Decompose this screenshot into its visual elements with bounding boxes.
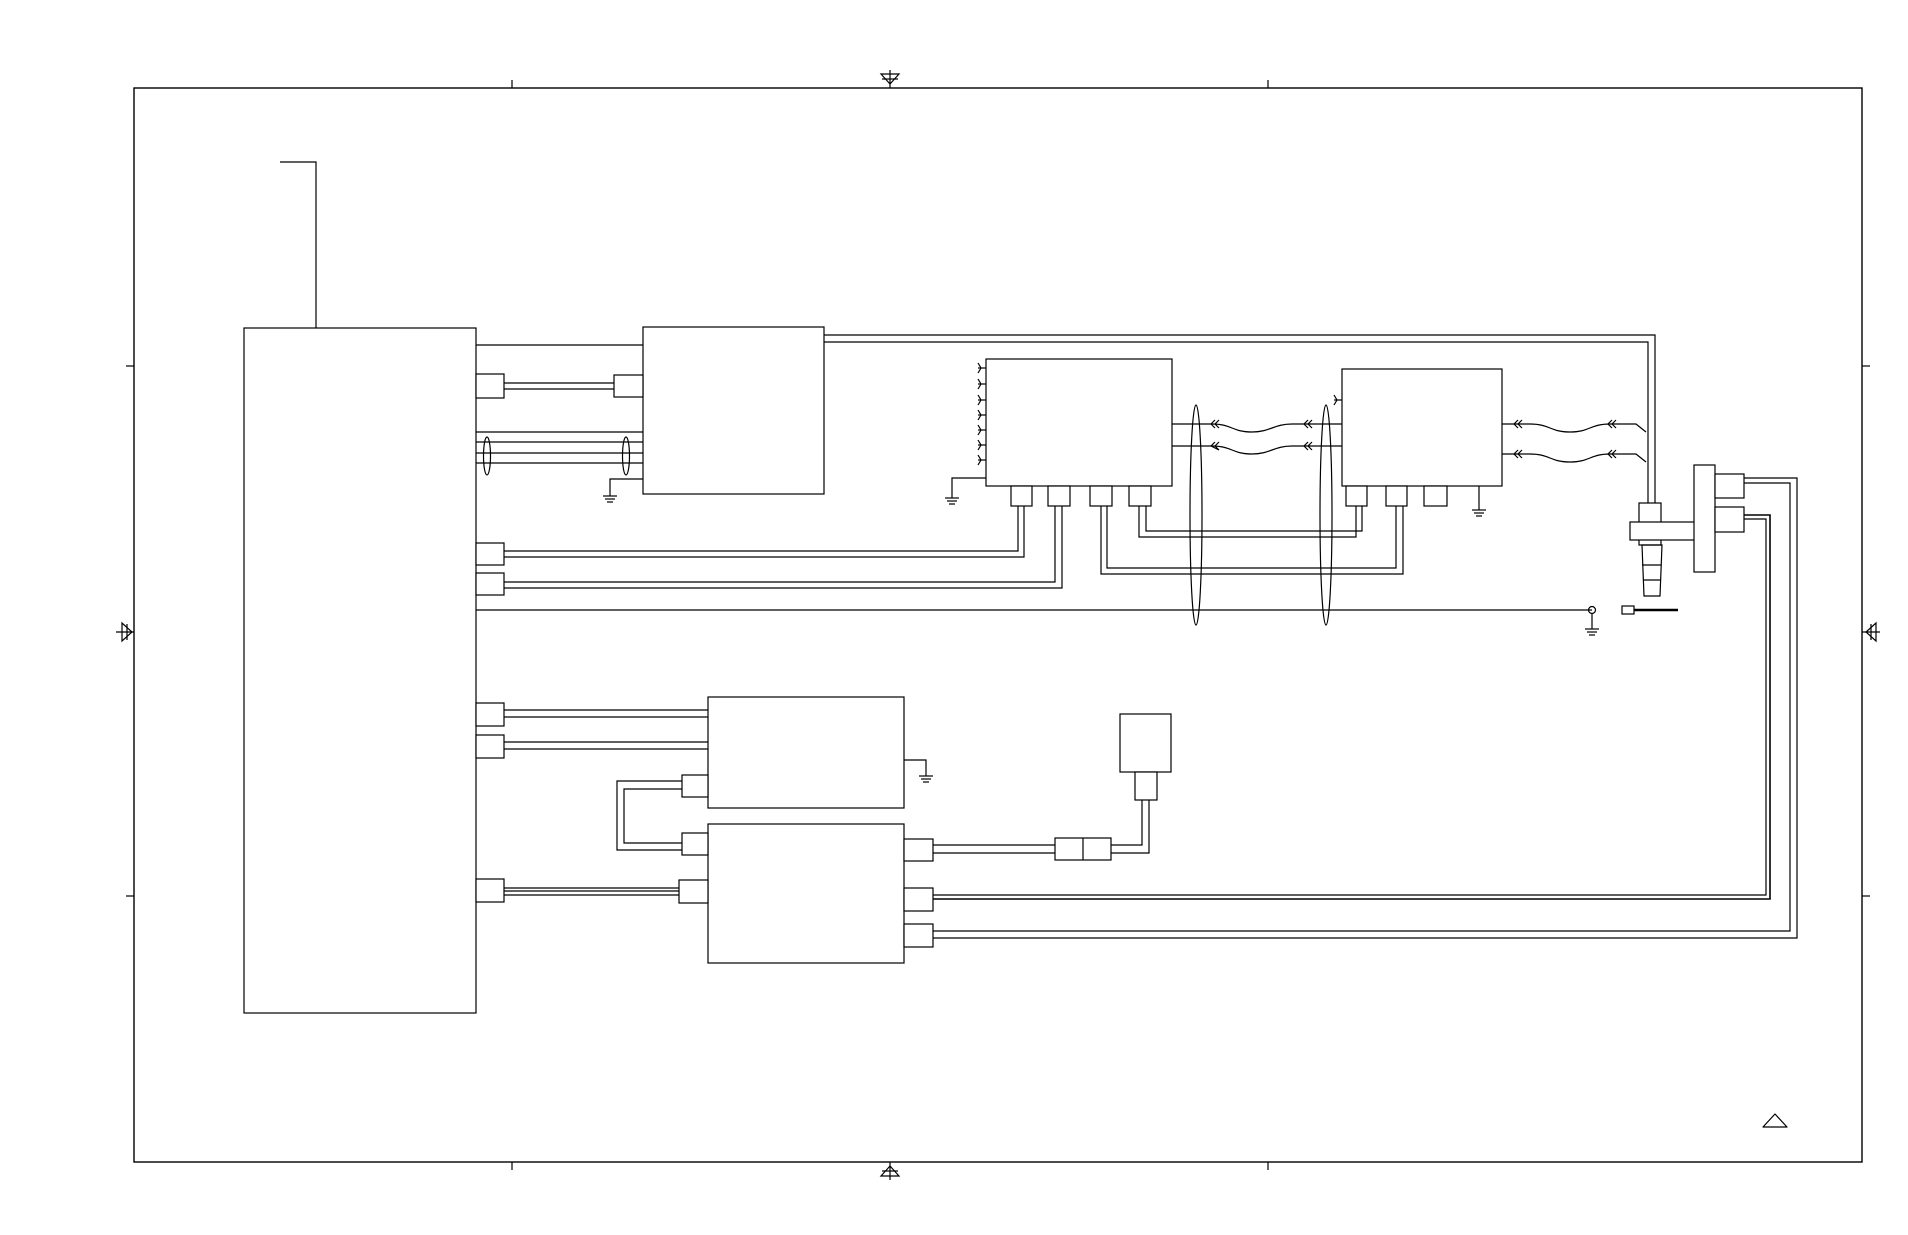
- small-device: [933, 713, 1172, 861]
- upper-sub-block: [642, 326, 825, 495]
- middle-board-a-block: [985, 358, 1173, 487]
- right-assembly: [1621, 464, 1745, 615]
- center-mark-right: [1862, 621, 1880, 643]
- loop-lower-blocks: [616, 780, 682, 851]
- lower-sub-block-1: [707, 696, 905, 809]
- lower-sub-block-1-ground: [904, 759, 933, 783]
- main-board-connectors: [475, 373, 505, 903]
- revision-triangle: [1762, 1113, 1788, 1128]
- center-mark-bottom: [879, 1162, 901, 1180]
- coax-link-a-to-b: [1172, 419, 1342, 455]
- harness-lower-to-right: [933, 477, 1798, 939]
- middle-board-b-connectors: [1333, 394, 1486, 517]
- harness-main-to-lower: [504, 709, 708, 896]
- center-mark-top: [879, 70, 901, 88]
- sheet-frame: [126, 80, 1870, 1170]
- ground-line: [476, 605, 1599, 636]
- lower-sub-block-2: [707, 823, 905, 964]
- leader-line: [280, 161, 317, 328]
- center-mark-left: [116, 621, 134, 643]
- coax-link-b-to-right: [1502, 419, 1647, 463]
- cross-harness-a-b: [1100, 404, 1404, 626]
- harness-main-to-upper: [476, 344, 643, 503]
- middle-board-b-block: [1341, 368, 1503, 487]
- upper-sub-connector: [613, 374, 644, 398]
- harness-main-to-board-a: [504, 506, 1063, 589]
- middle-board-a-connectors: [1010, 485, 1152, 507]
- lower-sub-block-1-connector: [681, 774, 709, 798]
- middle-board-a-inputs: [945, 362, 986, 505]
- lower-sub-block-2-connectors: [678, 832, 934, 948]
- harness-upper-to-right: [824, 334, 1656, 503]
- main-board-block: [243, 327, 477, 1014]
